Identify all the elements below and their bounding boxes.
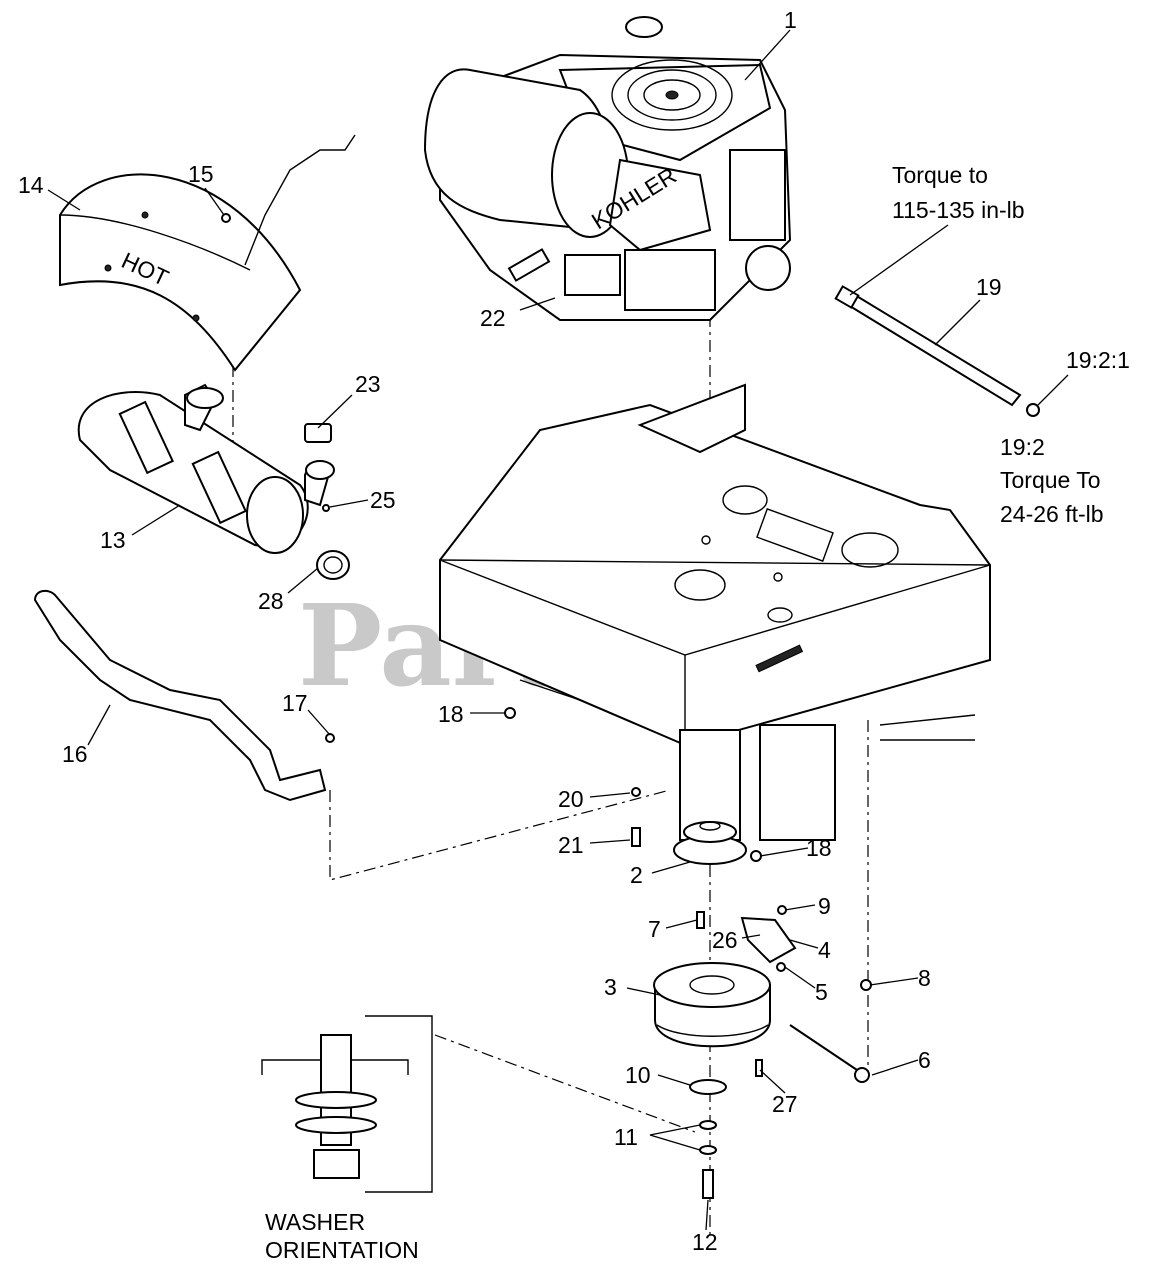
part-label-3: 3 [604, 974, 617, 1000]
part-label-20: 20 [558, 786, 584, 812]
part-label-17: 17 [282, 690, 308, 716]
leader-lines [47, 29, 1069, 1231]
part-label-2: 2 [630, 862, 643, 888]
part-label-18a: 18 [438, 701, 464, 727]
part-label-6: 6 [918, 1047, 931, 1073]
part-label-25: 25 [370, 487, 396, 513]
part-label-5: 5 [815, 979, 828, 1005]
part-label-7: 7 [648, 916, 661, 942]
part-label-1: 1 [784, 7, 797, 33]
part-label-26: 26 [712, 927, 738, 953]
muffler [77, 383, 335, 554]
engine: KOHLER [423, 16, 792, 321]
washer-orientation-line2: ORIENTATION [265, 1237, 419, 1263]
torque-note-bottom-line3: 24-26 ft-lb [1000, 501, 1104, 527]
part-label-23: 23 [355, 371, 381, 397]
part-label-27: 27 [772, 1091, 798, 1117]
shaft [834, 285, 1040, 417]
heat-shield: HOT [59, 173, 302, 372]
torque-notes: Torque to 115-135 in-lb 19:2 Torque To 2… [892, 162, 1104, 527]
torque-note-top-line2: 115-135 in-lb [892, 197, 1025, 223]
exhaust-clip [304, 423, 332, 443]
torque-note-top-line1: Torque to [892, 162, 988, 188]
part-label-14: 14 [18, 172, 44, 198]
part-label-12: 12 [692, 1229, 718, 1255]
part-label-16: 16 [62, 741, 88, 767]
torque-note-bottom-line1: 19:2 [1000, 434, 1045, 460]
part-label-13: 13 [100, 527, 126, 553]
pulley [673, 821, 747, 865]
part-label-9: 9 [818, 893, 831, 919]
part-label-11: 11 [614, 1124, 638, 1150]
part-label-19: 19 [976, 274, 1002, 300]
part-label-15: 15 [188, 161, 214, 187]
exhaust-cap [316, 550, 350, 580]
bumper-bar [33, 589, 327, 802]
hardware-dots [221, 213, 872, 991]
part-label-21: 21 [558, 832, 584, 858]
tie-rod [789, 1024, 861, 1073]
bracket [740, 916, 797, 964]
part-label-22: 22 [480, 305, 506, 331]
part-label-10: 10 [625, 1062, 651, 1088]
part-label-8: 8 [918, 965, 931, 991]
part-label-19-2-1: 19:2:1 [1066, 347, 1130, 373]
part-label-18b: 18 [806, 835, 832, 861]
part-label-28: 28 [258, 588, 284, 614]
washer-orientation-line1: WASHER [265, 1209, 365, 1235]
part-labels: 1 19 19:2:1 14 15 22 23 25 13 28 16 17 1… [18, 7, 1130, 1255]
part-label-4: 4 [818, 937, 831, 963]
sensor-cable [244, 134, 356, 266]
clutch [653, 962, 771, 1048]
torque-note-bottom-line2: Torque To [1000, 467, 1101, 493]
washer-orientation-inset: WASHER ORIENTATION [261, 1015, 433, 1263]
chassis-frame [439, 383, 991, 841]
